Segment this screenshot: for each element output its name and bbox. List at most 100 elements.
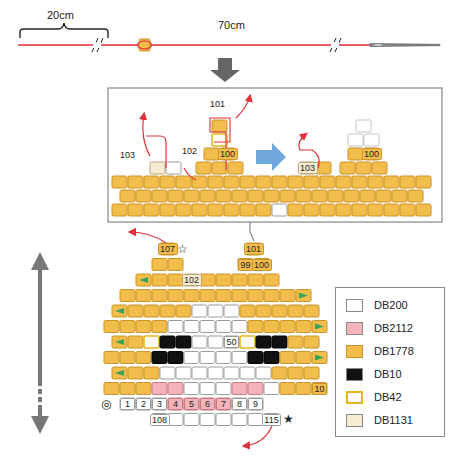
bead [120, 352, 135, 364]
legend-text: DB1131 [374, 414, 413, 427]
bead [176, 176, 191, 188]
bead [120, 190, 135, 202]
bead [204, 148, 219, 160]
bead [280, 383, 295, 395]
break-mark [92, 38, 103, 52]
bead-number: 6 [205, 399, 210, 409]
bead [312, 383, 327, 395]
bead [232, 414, 247, 426]
bead [200, 414, 215, 426]
bead [184, 414, 199, 426]
bead [264, 274, 279, 286]
direction-mark [315, 355, 324, 361]
bead-number: 101 [246, 244, 261, 254]
bead [296, 352, 311, 364]
numbered-bead: 107 [158, 243, 178, 255]
bead [288, 305, 303, 317]
bead [272, 176, 287, 188]
bead [312, 352, 327, 364]
bead-number: 115 [264, 415, 278, 425]
bead-number: 50 [226, 337, 236, 347]
bead [364, 134, 379, 146]
bead [232, 190, 247, 202]
bead [144, 204, 159, 216]
callout-number: 103 [120, 150, 135, 161]
bead [356, 162, 371, 174]
bead [228, 162, 243, 174]
bead [216, 290, 231, 302]
bead [272, 204, 287, 216]
bead [248, 321, 263, 333]
detail-panel [108, 88, 442, 222]
bead [224, 336, 239, 348]
bead [352, 176, 367, 188]
bead [120, 321, 135, 333]
bead [216, 190, 231, 202]
legend-box: DB200DB2112DB1778DB10DB42DB1131 [335, 287, 445, 437]
bead [104, 321, 119, 333]
bead [208, 367, 223, 379]
bead [176, 204, 191, 216]
bead [224, 367, 239, 379]
bead [120, 398, 135, 410]
bead [216, 274, 231, 286]
numbered-bead: 99 [238, 259, 253, 271]
legend-text: DB200 [374, 299, 408, 312]
bead [176, 336, 191, 348]
bead [200, 190, 215, 202]
bead [168, 414, 183, 426]
bead [368, 204, 383, 216]
bead [356, 120, 371, 132]
bead [296, 290, 311, 302]
numbered-bead: 3 [152, 398, 167, 410]
bead [328, 190, 343, 202]
bead [152, 259, 167, 271]
numbered-bead: 4 [168, 398, 183, 410]
legend-swatch [346, 414, 363, 427]
bead [384, 176, 399, 188]
bead [280, 290, 295, 302]
bead [280, 190, 295, 202]
marker-symbol: ☆ [177, 242, 188, 256]
bead [240, 367, 255, 379]
bead-number: 1 [125, 399, 130, 409]
bead [184, 352, 199, 364]
bead [408, 190, 423, 202]
bead [288, 204, 303, 216]
direction-mark [115, 339, 124, 345]
bead [152, 290, 167, 302]
bead [248, 274, 263, 286]
bead [192, 204, 207, 216]
numbered-bead: 100 [218, 148, 238, 160]
bead [200, 290, 215, 302]
numbered-bead: 50 [224, 336, 239, 348]
legend-swatch [346, 345, 363, 358]
bead [152, 383, 167, 395]
bead [176, 367, 191, 379]
bead-number: 7 [221, 399, 226, 409]
bead [256, 176, 271, 188]
numbered-bead: 103 [298, 162, 318, 174]
bead [192, 305, 207, 317]
bead [220, 148, 235, 160]
bead [232, 352, 247, 364]
bead [296, 321, 311, 333]
direction-mark [139, 277, 148, 283]
numbered-bead: 9 [248, 398, 263, 410]
bead [168, 190, 183, 202]
bead [200, 383, 215, 395]
bead [312, 321, 327, 333]
bead [280, 321, 295, 333]
bead [344, 190, 359, 202]
bead [166, 162, 181, 174]
bead [192, 176, 207, 188]
bead [152, 352, 167, 364]
bead [392, 190, 407, 202]
bead [216, 321, 231, 333]
bead [196, 162, 211, 174]
break-mark [330, 38, 341, 52]
bead [272, 336, 287, 348]
legend-swatch [346, 391, 363, 404]
bead-number: 107 [160, 244, 175, 254]
